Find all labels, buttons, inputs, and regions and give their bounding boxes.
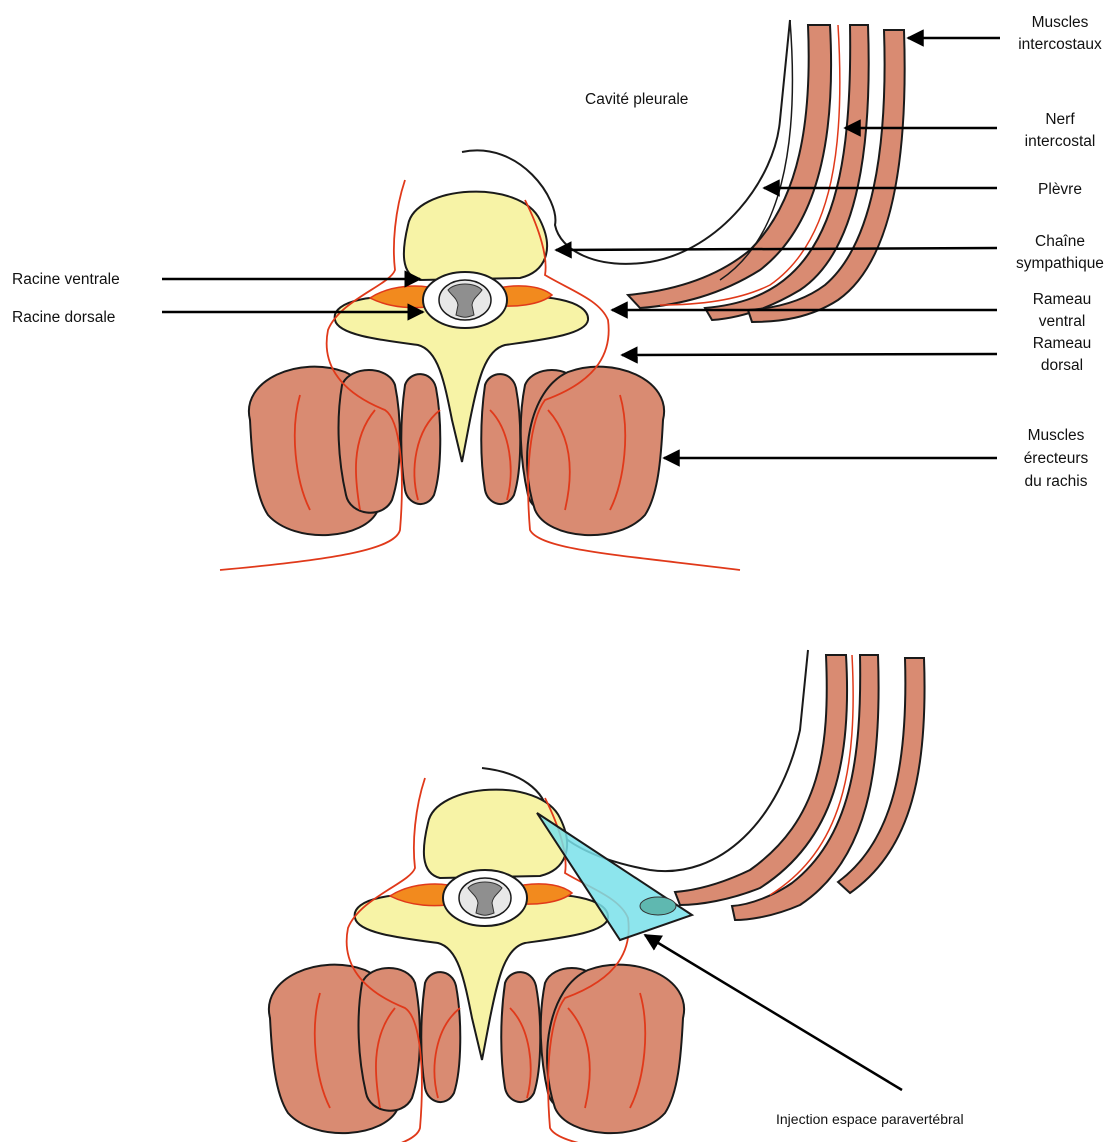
svg-text:Nerf: Nerf xyxy=(1045,111,1075,128)
intercostal-muscle-layers xyxy=(628,25,905,322)
label-rameau-dorsal: Rameau dorsal xyxy=(622,335,1091,374)
top-panel: Cavité pleurale Muscles intercostaux Ner… xyxy=(12,14,1104,570)
svg-text:Rameau: Rameau xyxy=(1033,335,1092,352)
svg-text:intercostaux: intercostaux xyxy=(1018,36,1102,53)
label-muscles-intercostaux: Muscles intercostaux xyxy=(908,14,1102,53)
svg-text:Racine dorsale: Racine dorsale xyxy=(12,309,115,326)
svg-text:Racine ventrale: Racine ventrale xyxy=(12,271,120,288)
svg-text:Plèvre: Plèvre xyxy=(1038,181,1082,198)
svg-text:du rachis: du rachis xyxy=(1025,473,1088,490)
svg-text:Muscles: Muscles xyxy=(1028,427,1085,444)
svg-text:ventral: ventral xyxy=(1039,313,1086,330)
injection-label: Injection espace paravertébral xyxy=(776,1111,964,1127)
svg-text:érecteurs: érecteurs xyxy=(1024,450,1089,467)
cavity-label: Cavité pleurale xyxy=(585,91,688,108)
svg-text:dorsal: dorsal xyxy=(1041,357,1083,374)
bottom-panel: Injection espace paravertébral xyxy=(240,650,964,1142)
svg-text:intercostal: intercostal xyxy=(1025,133,1096,150)
label-racine-ventrale: Racine ventrale xyxy=(12,271,420,288)
injection-bolus xyxy=(640,897,676,915)
svg-text:Muscles: Muscles xyxy=(1032,14,1089,31)
svg-text:Rameau: Rameau xyxy=(1033,291,1092,308)
intercostal-muscle-layers-bottom xyxy=(675,655,925,920)
svg-text:Chaîne: Chaîne xyxy=(1035,233,1085,250)
svg-text:sympathique: sympathique xyxy=(1016,255,1104,272)
label-muscles-erecteurs: Muscles érecteurs du rachis xyxy=(664,427,1089,490)
